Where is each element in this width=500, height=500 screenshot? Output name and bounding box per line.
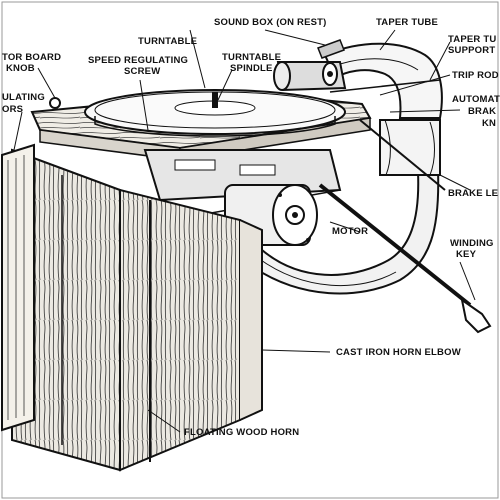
speed-regulating-screw-label-line2: SCREW bbox=[124, 66, 161, 77]
trip-rod-label: TRIP ROD bbox=[452, 70, 499, 81]
brake-lever-label: BRAKE LE bbox=[448, 188, 499, 199]
turntable-spindle-label-line1: TURNTABLE bbox=[222, 52, 282, 63]
speed-regulating-screw-label-line1: SPEED REGULATING bbox=[88, 55, 189, 66]
sound-box bbox=[273, 39, 347, 92]
turntable-spindle-label-line2: SPINDLE bbox=[230, 63, 273, 74]
automatic-brake-knob-label-line2: BRAK bbox=[468, 106, 497, 117]
winding-key-label-line2: KEY bbox=[456, 249, 477, 260]
turntable-label: TURNTABLE bbox=[138, 36, 198, 47]
regulating-doors-label-line2: ORS bbox=[2, 104, 24, 115]
winding-key-label-line1: WINDING bbox=[450, 238, 494, 249]
motor-label: MOTOR bbox=[332, 226, 369, 237]
regulating-doors-label-line1: ULATING bbox=[2, 92, 45, 103]
motor-board-knob-label-line1: TOR BOARD bbox=[2, 52, 62, 63]
sound-box-note: (ON REST) bbox=[276, 17, 327, 28]
taper-tube-label: TAPER TUBE bbox=[376, 17, 438, 28]
cast-iron-horn-elbow bbox=[248, 119, 441, 295]
taper-tube-support-label-line1: TAPER TU bbox=[448, 34, 497, 45]
floating-wood-horn-label: FLOATING WOOD HORN bbox=[184, 427, 300, 438]
automatic-brake-knob-label-line3: KN bbox=[482, 118, 497, 129]
floating-wood-horn bbox=[11, 148, 263, 472]
sound-box-text: SOUND BOX bbox=[214, 17, 274, 28]
brake-lever bbox=[359, 119, 446, 191]
taper-tube-support-label-line2: SUPPORT bbox=[448, 45, 496, 56]
trip-rod bbox=[329, 79, 441, 93]
regulating-doors bbox=[1, 143, 35, 432]
leader-lines bbox=[13, 29, 476, 433]
automatic-brake-knob-label-line1: AUTOMAT bbox=[452, 94, 500, 105]
turntable-spindle bbox=[212, 92, 218, 108]
motor-board-knob bbox=[49, 97, 61, 109]
winding-key bbox=[318, 183, 492, 334]
taper-tube bbox=[323, 42, 443, 119]
motor-board-knob-label-line2: KNOB bbox=[6, 63, 35, 74]
sound-box-label: SOUND BOX (ON REST) bbox=[214, 17, 327, 28]
cast-iron-horn-elbow-label: CAST IRON HORN ELBOW bbox=[336, 347, 461, 358]
